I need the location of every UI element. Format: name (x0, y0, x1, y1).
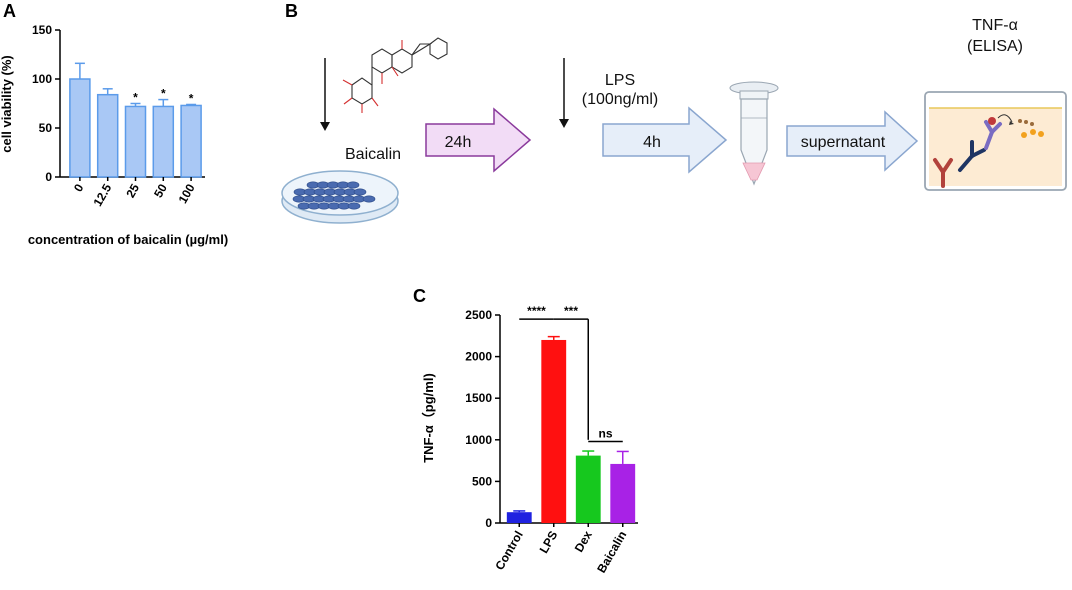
panel-letter-a: A (3, 1, 16, 21)
chart-a-ytick-label: 50 (39, 121, 53, 135)
chart-c-xtick-label: LPS (537, 529, 561, 556)
chart-a-bars: * * * (69, 62, 202, 178)
chart-a-xtick-label: 12.5 (90, 181, 114, 209)
chart-a-ylabel: cell viability (%) (0, 55, 14, 153)
cell-icon (362, 195, 376, 203)
chart-c-ytick-label: 1500 (465, 391, 492, 405)
down-arrow-icon (320, 58, 330, 131)
step3-label: supernatant (801, 134, 886, 151)
arrow-24h: 24h (425, 107, 532, 173)
chart-c-ytick-label: 0 (485, 516, 492, 530)
chart-c-bar (610, 463, 636, 523)
assay-method: (ELISA) (967, 38, 1023, 55)
chart-a-xtick-label: 25 (123, 181, 142, 200)
chart-c-ytick-label: 500 (472, 474, 492, 488)
assay-title: TNF-α (972, 17, 1018, 34)
petri-dish-icon (281, 170, 399, 224)
cell-icon (347, 202, 361, 210)
chart-a-xlabel: concentration of baicalin (µg/ml) (28, 232, 228, 247)
chart-a-bar (180, 104, 202, 178)
chart-a-xtick-label: 100 (176, 181, 198, 206)
chart-a-xtick-label: 0 (71, 181, 87, 194)
chart-c-comparisons: *******ns (519, 304, 623, 443)
compound-label: Baicalin (345, 146, 401, 163)
chart-a-ytick-label: 150 (32, 23, 52, 37)
chart-a-ytick-label: 100 (32, 72, 52, 86)
chart-a-significance: * (189, 91, 194, 105)
chart-c-comparison-label: ns (598, 426, 612, 440)
elisa-well-icon (924, 91, 1067, 191)
stimulus-label: LPS (605, 72, 635, 89)
chart-a-significance: * (133, 91, 138, 105)
baicalin-molecule-icon (342, 37, 448, 113)
chart-c-ytick-label: 2000 (465, 350, 492, 364)
stimulus-dose: (100ng/ml) (582, 91, 658, 108)
chart-a-bar (152, 105, 175, 178)
chart-a-ytick-label: 0 (45, 170, 52, 184)
chart-c-xtick-label: Baicalin (594, 529, 629, 576)
tube-icon (729, 81, 779, 186)
chart-a-bar (124, 105, 147, 178)
chart-a-bar (96, 93, 119, 178)
chart-c-xtick-label: Dex (572, 528, 595, 554)
chart-c-ytick-label: 1000 (465, 433, 492, 447)
chart-c-comparison-label: **** (527, 304, 546, 318)
chart-c-ytick-label: 2500 (465, 308, 492, 322)
chart-c-comparison-label: *** (564, 304, 578, 318)
chart-c-y-ticks: 0 500 1000 1500 2000 2500 (465, 308, 500, 530)
lps-down-arrow-icon (559, 58, 569, 128)
panel-letter-b: B (285, 1, 298, 21)
panel-letter-c: C (413, 286, 426, 306)
step2-time: 4h (643, 134, 661, 151)
chart-c-bar (575, 455, 601, 523)
arrow-4h: 4h (602, 106, 728, 174)
chart-c-bars (506, 335, 636, 523)
chart-c-xtick-label: Control (492, 529, 525, 573)
chart-c-bar (541, 339, 567, 523)
chart-a-xtick-label: 50 (151, 181, 170, 200)
chart-c-bar (506, 512, 532, 523)
chart-a-bar (69, 78, 91, 178)
step1-time: 24h (445, 134, 472, 151)
chart-c-ylabel: TNF-α（pg/ml) (421, 373, 436, 463)
arrow-supernatant: supernatant (786, 110, 919, 172)
cell-icon (346, 181, 360, 189)
cell-icon (353, 188, 367, 196)
chart-a-y-ticks: 0 50 100 150 (32, 23, 60, 184)
panel-b-workflow: B Baicalin (281, 1, 1067, 224)
chart-a-significance: * (161, 87, 166, 101)
